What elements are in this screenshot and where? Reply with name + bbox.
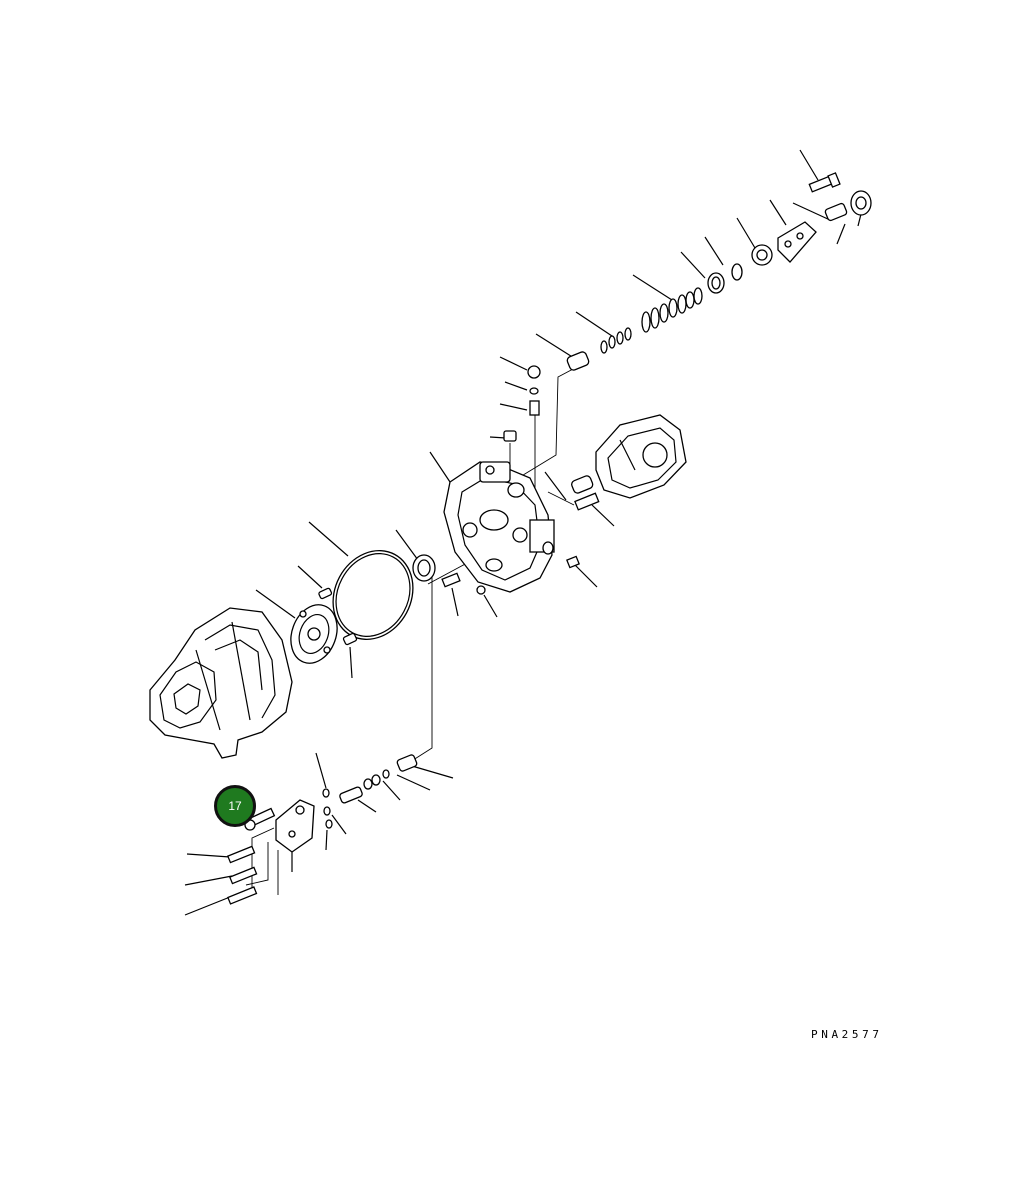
drawing-code: PNA2577	[811, 1028, 883, 1041]
lower-valve-parts	[226, 754, 418, 905]
motor-housing	[595, 414, 687, 499]
relief-valve-parts	[503, 172, 872, 442]
valve-block	[412, 461, 600, 595]
pump-body-parts	[149, 549, 414, 759]
part-callout-17[interactable]: 17	[214, 785, 256, 827]
leader-lines	[184, 149, 863, 916]
